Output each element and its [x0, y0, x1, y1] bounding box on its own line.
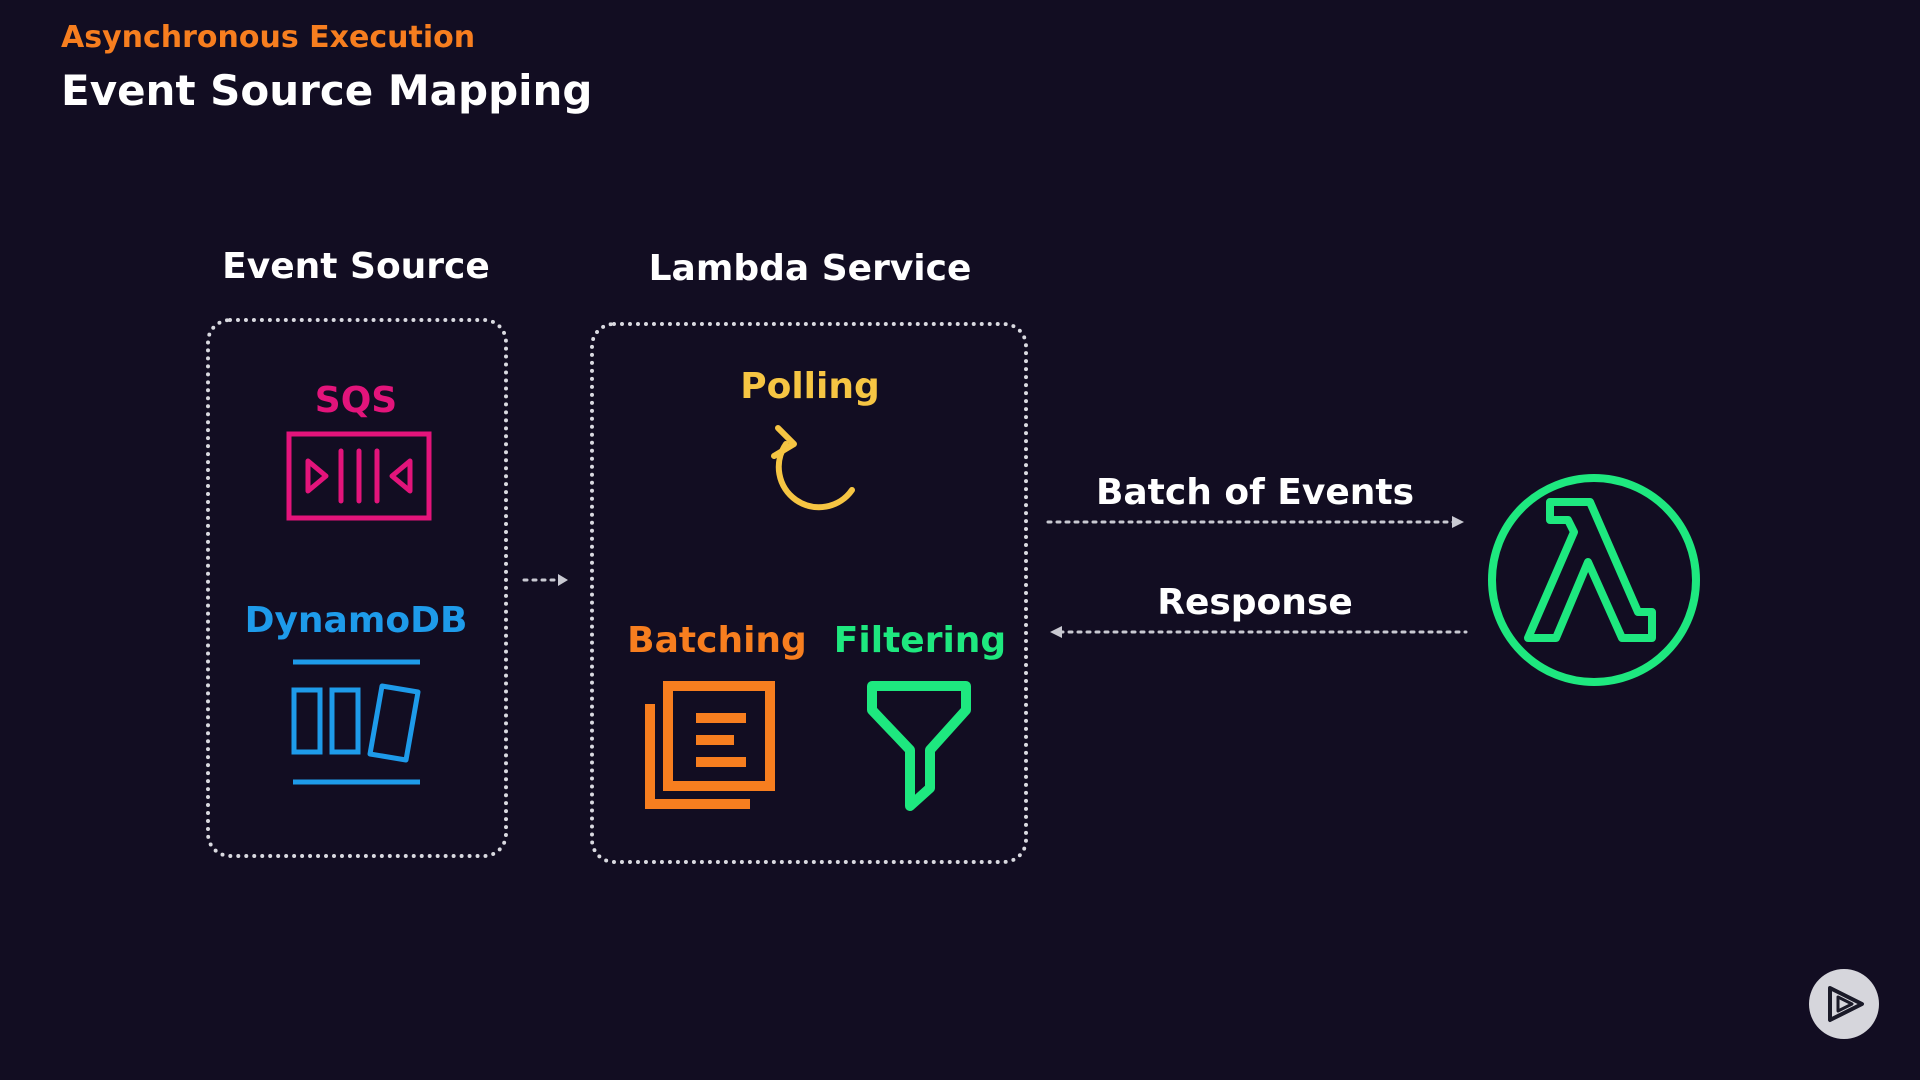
batching-label: Batching: [627, 620, 807, 661]
sqs-label: SQS: [314, 380, 398, 421]
refresh-arrow-icon: [771, 425, 855, 511]
flow-arrow-source-to-service: [522, 574, 568, 586]
slide-title: Event Source Mapping: [61, 66, 593, 115]
response-edge-label: Response: [1157, 582, 1353, 623]
dynamodb-table-icon: [291, 659, 421, 785]
sqs-queue-icon: [286, 431, 432, 521]
stacked-documents-icon: [645, 681, 775, 809]
lambda-service-container: [590, 322, 1028, 864]
funnel-icon: [867, 681, 971, 811]
event-source-heading: Event Source: [222, 246, 490, 287]
filtering-label: Filtering: [833, 620, 1007, 661]
pluralsight-play-icon: [1809, 969, 1879, 1039]
polling-label: Polling: [740, 366, 880, 407]
section-eyebrow: Asynchronous Execution: [61, 20, 476, 55]
batch-edge-label: Batch of Events: [1095, 472, 1415, 513]
batch-arrow: [1046, 516, 1464, 528]
dynamodb-label: DynamoDB: [244, 600, 468, 641]
aws-lambda-icon: [1488, 474, 1700, 686]
event-source-container: [206, 318, 508, 858]
response-arrow: [1050, 626, 1468, 638]
lambda-service-heading: Lambda Service: [648, 248, 972, 289]
